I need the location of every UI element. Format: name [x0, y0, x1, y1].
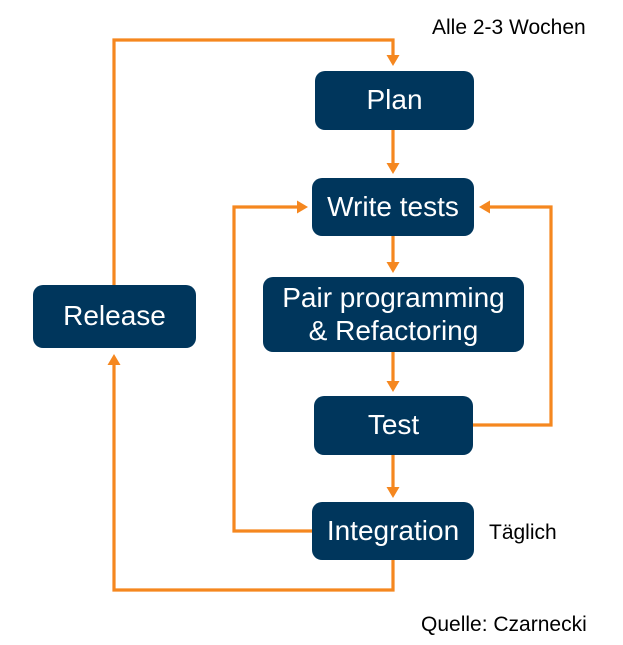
arrowhead-write-to-pair: [386, 262, 400, 273]
arrowhead-pair-to-test: [386, 381, 400, 392]
node-release[interactable]: Release: [33, 285, 196, 348]
node-pair-programming-refactoring[interactable]: Pair programming & Refactoring: [263, 277, 524, 352]
edge-release-to-plan: [112, 38, 395, 285]
node-integration[interactable]: Integration: [312, 502, 474, 560]
edge-integration-to-release: [112, 364, 395, 592]
arrowhead-plan-to-write: [386, 163, 400, 174]
node-test-label: Test: [367, 409, 420, 441]
arrowhead-test-to-integration: [386, 487, 400, 498]
annotation-cadence-daily: Täglich: [489, 521, 557, 544]
node-write-tests[interactable]: Write tests: [312, 178, 474, 236]
annotation-source: Quelle: Czarnecki: [421, 613, 587, 636]
arrowhead-test-to-write-loop: [479, 200, 490, 214]
edge-test-to-write-loop: [473, 205, 553, 427]
node-pair-programming-refactoring-label: Pair programming & Refactoring: [282, 282, 505, 346]
node-release-label: Release: [63, 300, 166, 332]
arrowhead-integration-to-write-loop: [297, 200, 308, 214]
node-test[interactable]: Test: [314, 396, 473, 455]
edge-integration-to-write-loop: [232, 205, 312, 533]
node-integration-label: Integration: [326, 514, 460, 546]
annotation-cadence-weeks: Alle 2-3 Wochen: [432, 16, 586, 39]
arrowhead-integration-to-release: [107, 354, 121, 365]
arrowhead-release-to-plan: [386, 55, 400, 66]
node-plan[interactable]: Plan: [315, 71, 474, 130]
node-write-tests-label: Write tests: [327, 190, 459, 222]
node-plan-label: Plan: [366, 84, 423, 116]
